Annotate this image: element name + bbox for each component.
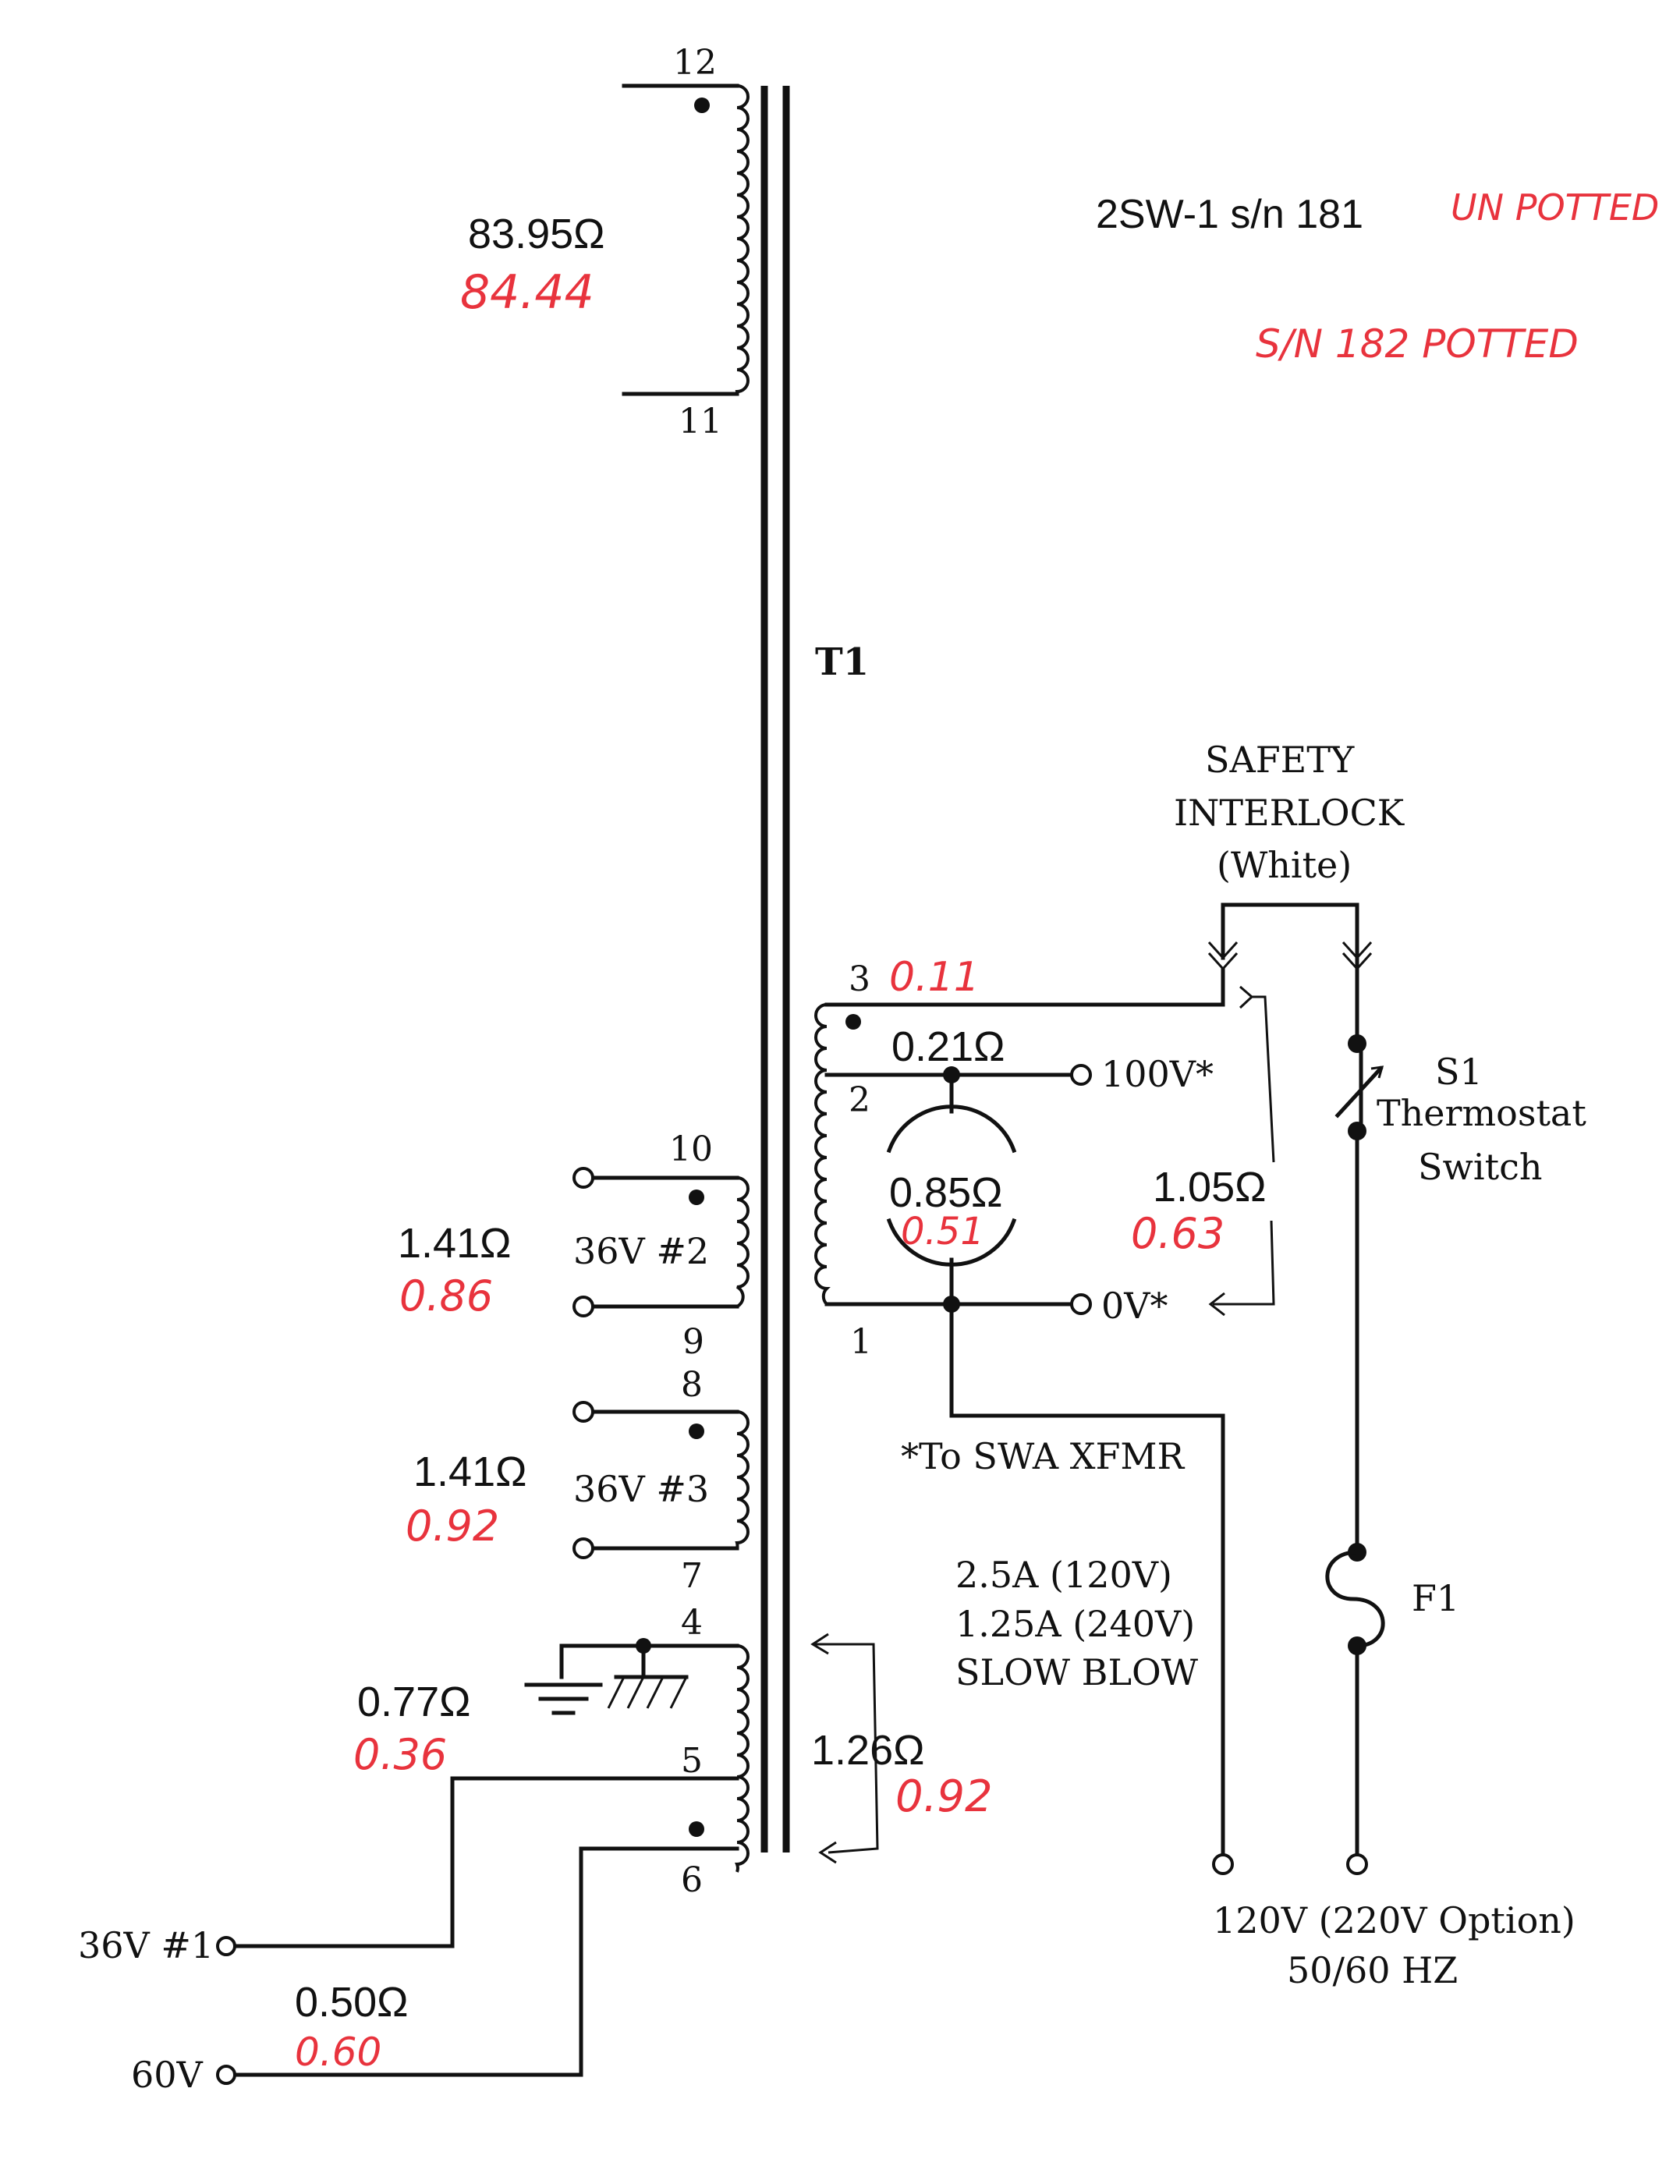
w36-3-measured: 0.92 — [406, 1502, 499, 1551]
bracket-5-6 — [810, 1633, 879, 1864]
hv-resistance: 83.95Ω — [468, 211, 605, 257]
terminal-10[interactable] — [572, 1167, 594, 1189]
primary-winding — [814, 1002, 1234, 1875]
terminal-7[interactable] — [572, 1537, 594, 1559]
polarity-dot — [694, 98, 710, 113]
pin-6: 6 — [681, 1860, 703, 1900]
mains-line — [1325, 1002, 1385, 1875]
transformer-ref: T1 — [815, 640, 869, 684]
terminal-36v-1-label: 36V #1 — [78, 1924, 214, 1966]
w4-5-measured: 0.36 — [353, 1730, 447, 1779]
pin-5: 5 — [681, 1741, 703, 1781]
terminal-9[interactable] — [572, 1296, 594, 1317]
junction-dot — [636, 1638, 651, 1654]
w36-3-resistance: 1.41Ω — [413, 1448, 526, 1495]
polarity-dot — [689, 1821, 704, 1837]
winding-36v-3-label: 36V #3 — [573, 1468, 709, 1510]
switch-label-2: Switch — [1418, 1146, 1542, 1188]
note-potted: S/N 182 POTTED — [1256, 321, 1579, 367]
terminal-36v-1[interactable] — [216, 1936, 236, 1956]
pin-11: 11 — [679, 402, 722, 441]
mains-label-1: 120V (220V Option) — [1213, 1899, 1575, 1941]
interlock-label-2: INTERLOCK — [1174, 792, 1405, 834]
pin-4: 4 — [681, 1603, 703, 1643]
terminal-mains-1[interactable] — [1212, 1853, 1234, 1875]
interlock-label-1: SAFETY — [1205, 739, 1355, 781]
hv-measured: 84.44 — [460, 265, 594, 320]
bracket-primary — [1208, 985, 1275, 1317]
fuse-rating-1: 2.5A (120V) — [955, 1554, 1172, 1596]
primary-total-resistance: 1.05Ω — [1153, 1164, 1266, 1211]
winding-36v-2 — [572, 1167, 750, 1317]
terminal-mains-2[interactable] — [1346, 1853, 1368, 1875]
terminal-8[interactable] — [572, 1401, 594, 1423]
primary-mid-resistance: 0.85Ω — [889, 1169, 1002, 1216]
pin-3-measured: 0.11 — [889, 954, 980, 1001]
pin-7: 7 — [681, 1556, 703, 1596]
fuse-rating-2: 1.25A (240V) — [955, 1603, 1195, 1645]
bracket-5-6-measured: 0.92 — [895, 1771, 993, 1822]
pin-3: 3 — [849, 959, 870, 999]
winding-36v-2-label: 36V #2 — [573, 1230, 709, 1272]
transformer-core — [760, 86, 790, 1852]
primary-top-resistance: 0.21Ω — [891, 1023, 1005, 1070]
primary-mid-measured: 0.51 — [901, 1210, 984, 1253]
pin-10: 10 — [669, 1129, 713, 1169]
polarity-dot — [689, 1190, 704, 1205]
winding-4-5-6 — [216, 1638, 750, 2085]
interlock-label-3: (White) — [1217, 844, 1352, 886]
w6-resistance: 0.50Ω — [295, 1979, 408, 2026]
pin-8: 8 — [681, 1365, 703, 1405]
w6-measured: 0.60 — [295, 2030, 381, 2075]
terminal-100v[interactable] — [1070, 1064, 1092, 1086]
note-unpotted: UN POTTED — [1451, 186, 1659, 229]
swa-note: *To SWA XFMR — [901, 1435, 1186, 1477]
pin-2: 2 — [849, 1080, 870, 1120]
w36-2-resistance: 1.41Ω — [398, 1220, 511, 1267]
pin-12: 12 — [673, 43, 717, 83]
pin-9: 9 — [682, 1322, 704, 1362]
pin-1: 1 — [850, 1322, 872, 1362]
model-serial: 2SW-1 s/n 181 — [1096, 192, 1363, 237]
w36-2-measured: 0.86 — [399, 1271, 493, 1321]
switch-ref: S1 — [1435, 1051, 1483, 1093]
primary-total-measured: 0.63 — [1131, 1209, 1225, 1258]
w4-5-resistance: 0.77Ω — [357, 1679, 470, 1725]
terminal-60v[interactable] — [216, 2065, 236, 2085]
fuse-ref: F1 — [1412, 1577, 1459, 1619]
switch-label-1: Thermostat — [1377, 1092, 1586, 1134]
switch-contact — [1348, 1034, 1366, 1053]
mains-label-2: 50/60 HZ — [1287, 1949, 1458, 1991]
polarity-dot — [689, 1424, 704, 1439]
winding-36v-3 — [572, 1401, 750, 1559]
safety-interlock-connector[interactable] — [1207, 902, 1373, 1007]
terminal-0v[interactable] — [1070, 1293, 1092, 1315]
winding-11-12 — [622, 83, 750, 396]
bracket-5-6-resistance: 1.26Ω — [811, 1727, 924, 1774]
terminal-60v-label: 60V — [131, 2054, 204, 2096]
terminal-0v-label: 0V* — [1101, 1285, 1168, 1327]
fuse-rating-3: SLOW BLOW — [955, 1651, 1199, 1693]
polarity-dot — [845, 1014, 861, 1030]
terminal-100v-label: 100V* — [1101, 1053, 1214, 1095]
